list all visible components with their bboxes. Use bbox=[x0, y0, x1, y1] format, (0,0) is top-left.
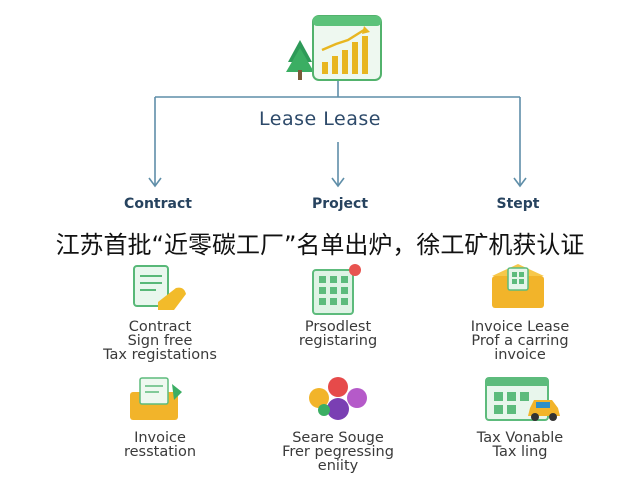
caption-line: Contract bbox=[128, 319, 192, 335]
caption-line: Tax Vonable bbox=[476, 430, 564, 446]
envelope-calculator-icon bbox=[492, 264, 544, 308]
item-caption-1: Contract Sign free Tax registations bbox=[65, 319, 255, 363]
caption-line: Invoice bbox=[134, 430, 186, 446]
item-caption-5: Seare Souge Frer pegressing eniity bbox=[243, 430, 433, 474]
branch-contract: Contract bbox=[124, 196, 192, 212]
item-caption-2: Prsodlest registaring bbox=[243, 319, 433, 349]
branch-stept: Stept bbox=[496, 196, 540, 212]
caption-line: Prof a carring bbox=[471, 333, 569, 349]
caption-line: Seare Souge bbox=[292, 430, 384, 446]
headline: 江苏首批“近零碳工厂”名单出炉，徐工矿机获认证 bbox=[55, 231, 585, 259]
caption-line: Sign free bbox=[127, 333, 193, 349]
item-caption-6: Tax Vonable Tax ling bbox=[425, 430, 615, 460]
caption-line: Tax ling bbox=[492, 444, 548, 460]
tree-icon bbox=[286, 40, 314, 80]
building-icon bbox=[312, 264, 361, 315]
caption-line: Tax registations bbox=[103, 347, 217, 363]
caption-line: resstation bbox=[123, 444, 197, 460]
caption-line: eniity bbox=[317, 458, 359, 474]
colorful-circles-icon bbox=[309, 377, 367, 420]
car-board-icon bbox=[485, 377, 560, 421]
caption-line: Invoice Lease bbox=[470, 319, 570, 335]
diagram-title: Lease Lease bbox=[259, 108, 381, 130]
item-caption-3: Invoice Lease Prof a carring invoice bbox=[425, 319, 615, 363]
caption-line: invoice bbox=[494, 347, 546, 363]
growth-chart-icon bbox=[286, 15, 382, 81]
item-caption-4: Invoice resstation bbox=[65, 430, 255, 460]
document-hand-icon bbox=[133, 265, 186, 310]
caption-line: registaring bbox=[298, 333, 378, 349]
branch-project: Project bbox=[311, 196, 369, 212]
caption-line: Prsodlest bbox=[304, 319, 372, 335]
caption-line: Frer pegressing bbox=[282, 444, 394, 460]
invoice-envelope-icon bbox=[130, 377, 182, 420]
